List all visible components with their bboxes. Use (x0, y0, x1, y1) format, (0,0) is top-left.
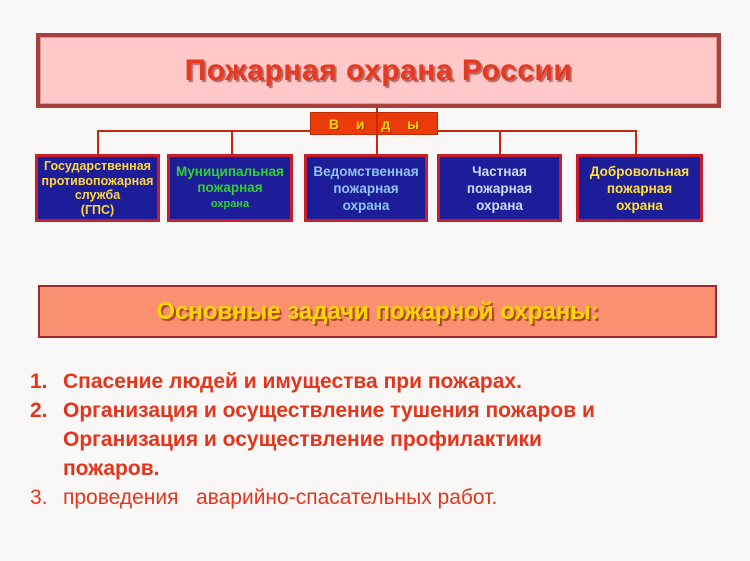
task-number: 1. (30, 370, 48, 393)
org-box-line: пожарная (197, 180, 263, 195)
org-box-line: Добровольная (589, 163, 690, 179)
task-item: 2. Организация и осуществление тушения п… (30, 396, 736, 483)
title-box: Пожарная охрана России (36, 33, 721, 108)
org-box-municipal: Муниципальная пожарная охрана (167, 154, 293, 222)
org-box-line: пожарная (333, 180, 399, 196)
org-box-line: охрана (342, 197, 390, 213)
org-box-line: Государственная (44, 159, 151, 173)
task-text: проведения аварийно-спасательных работ. (63, 483, 736, 512)
task-item: 1. Спасение людей и имущества при пожара… (30, 367, 736, 396)
task-line: проведения аварийно-спасательных работ. (63, 486, 498, 509)
connector-stub-gps (97, 130, 99, 155)
task-item: 3. проведения аварийно-спасательных рабо… (30, 483, 736, 512)
task-text: Организация и осуществление тушения пожа… (63, 396, 736, 483)
task-line: Спасение людей и имущества при пожарах. (63, 370, 522, 393)
org-box-line: охрана (210, 198, 250, 210)
task-line: пожаров. (63, 457, 160, 480)
org-box-line: служба (74, 188, 121, 202)
connector-stub-municipal (231, 130, 233, 155)
page-title: Пожарная охрана России (184, 53, 573, 87)
connector-stub-private (499, 130, 501, 155)
org-box-line: Ведомственная (313, 163, 419, 179)
org-box-line: охрана (616, 197, 663, 213)
org-box-line: Муниципальная (176, 164, 284, 179)
task-line: Организация и осуществление тушения пожа… (63, 399, 595, 422)
task-number: 3. (30, 486, 48, 509)
org-box-line: пожарная (606, 180, 673, 196)
org-box-private: Частная пожарная охрана (437, 154, 562, 222)
org-box-line: (ГПС) (80, 202, 115, 217)
task-number: 2. (30, 399, 48, 422)
org-box-line: охрана (476, 197, 523, 213)
task-list: 1. Спасение людей и имущества при пожара… (30, 367, 736, 512)
org-box-line: пожарная (466, 180, 533, 196)
connector-center (376, 108, 378, 155)
task-line: Организация и осуществление профилактики (63, 428, 542, 451)
tasks-banner-title: Основные задачи пожарной охраны: (156, 297, 599, 325)
org-box-line: Частная (472, 163, 527, 179)
types-badge: В и д ы (310, 112, 438, 135)
org-box-voluntary: Добровольная пожарная охрана (576, 154, 703, 222)
org-box-line: противопожарная (41, 173, 154, 188)
org-box-gps: Государственная противопожарная служба (… (35, 154, 160, 222)
task-text: Спасение людей и имущества при пожарах. (63, 367, 736, 396)
org-box-departmental: Ведомственная пожарная охрана (304, 154, 428, 222)
connector-stub-voluntary (635, 130, 637, 155)
tasks-banner: Основные задачи пожарной охраны: (38, 285, 717, 338)
